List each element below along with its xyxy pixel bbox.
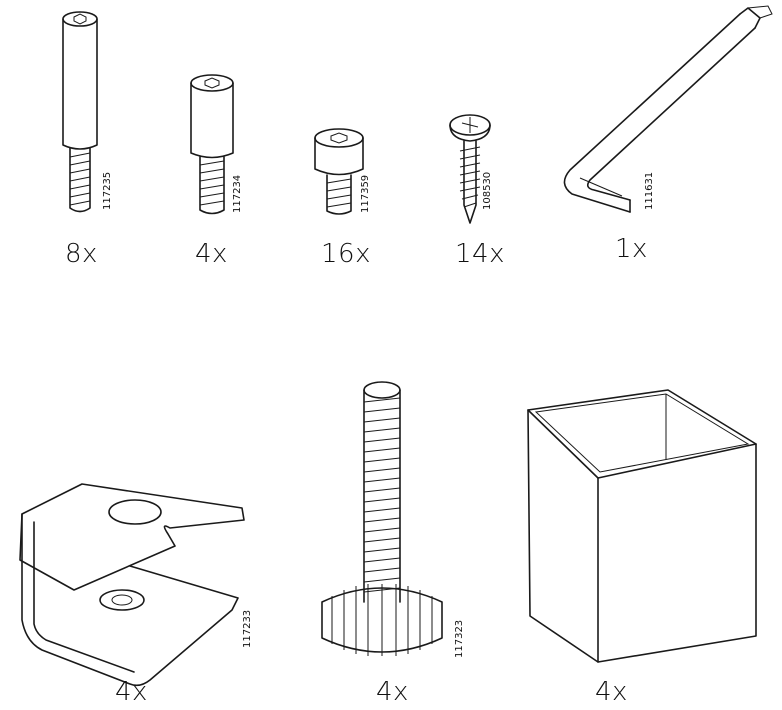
allen-key-icon [563, 5, 773, 213]
part-quantity: 1x [615, 234, 648, 264]
part-long-bolt: 117235 8x [50, 5, 113, 269]
part-code: 117359 [360, 174, 371, 213]
part-code: 117234 [232, 174, 243, 213]
long-bolt-icon [62, 11, 98, 213]
wood-screw-icon [449, 114, 491, 224]
bracket-icon [19, 483, 245, 687]
leg-cap-icon [527, 389, 757, 663]
leveling-foot-icon [321, 381, 443, 656]
part-code: 117323 [454, 619, 465, 658]
part-medium-bolt: 117234 4x [180, 5, 243, 269]
part-code: 111631 [644, 171, 655, 210]
medium-bolt-icon [190, 74, 234, 215]
part-code: 117235 [102, 171, 113, 210]
part-leveling-foot: 117323 4x [300, 380, 480, 710]
part-quantity: 4x [376, 677, 409, 707]
part-quantity: 4x [115, 677, 148, 707]
part-bracket: 117233 4x [10, 470, 270, 710]
part-quantity: 4x [595, 677, 628, 707]
part-allen-key: 111631 1x [550, 0, 782, 265]
part-code: 108530 [482, 171, 493, 210]
part-code: 117233 [242, 609, 253, 648]
part-quantity: 4x [195, 239, 228, 269]
part-cap-screw: 117359 16x [305, 5, 375, 269]
part-leg-cap: 4x [520, 380, 760, 710]
cap-screw-icon [314, 128, 364, 215]
part-quantity: 16x [321, 239, 371, 269]
part-quantity: 14x [455, 239, 505, 269]
part-wood-screw: 108530 14x [440, 5, 510, 269]
part-quantity: 8x [65, 239, 98, 269]
